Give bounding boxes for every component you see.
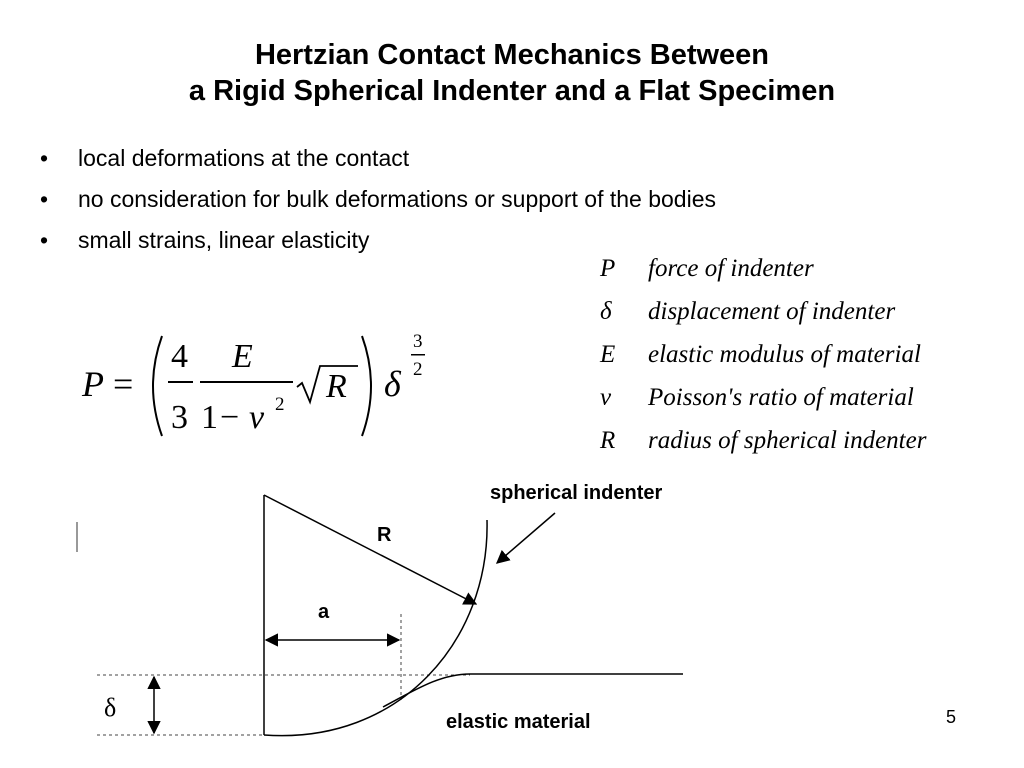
definition-text: radius of spherical indenter	[648, 427, 927, 454]
list-item: • local deformations at the contact	[40, 142, 716, 183]
formula-exp-num: 3	[413, 331, 423, 352]
radius-label: R	[377, 524, 392, 546]
formula-exp-bar	[411, 354, 425, 356]
definition-text: displacement of indenter	[648, 298, 896, 325]
formula-fraction-bar	[200, 381, 293, 383]
formula-exp-den: 2	[413, 359, 423, 380]
formula-paren-right	[361, 335, 372, 437]
definition-symbol: R	[600, 427, 616, 454]
definition-text: Poisson's ratio of material	[648, 384, 914, 411]
definition-symbol: E	[600, 341, 616, 368]
formula-num2: E	[231, 338, 253, 375]
definition-symbol: δ	[600, 298, 612, 325]
bullet-marker: •	[40, 145, 49, 171]
slide-title: Hertzian Contact Mechanics Between a Rig…	[0, 37, 1024, 109]
formula-lhs: P	[81, 364, 104, 404]
bullet-marker: •	[40, 186, 49, 212]
formula-delta: δ	[384, 364, 402, 404]
list-item-text: small strains, linear elasticity	[78, 227, 370, 253]
formula-den2-minus: −	[220, 399, 239, 436]
title-line-1: Hertzian Contact Mechanics Between	[254, 39, 770, 71]
formula-sqrt-sign	[296, 365, 358, 405]
contact-radius-label: a	[318, 601, 330, 623]
list-item-text: no consideration for bulk deformations o…	[78, 186, 716, 212]
formula-sqrt-arg: R	[325, 368, 347, 405]
formula-equals: =	[113, 364, 133, 404]
formula-den1: 3	[171, 399, 188, 436]
material-label: elastic material	[446, 711, 591, 733]
definition-symbol: ν	[600, 384, 612, 411]
formula-den2-one: 1	[201, 399, 218, 436]
bullet-marker: •	[40, 227, 49, 253]
definition-text: force of indenter	[648, 255, 814, 282]
page-number: 5	[946, 707, 957, 727]
assumption-list: • local deformations at the contact • no…	[40, 142, 716, 265]
material-surface	[382, 673, 683, 708]
list-item: • no consideration for bulk deformations…	[40, 183, 716, 224]
definition-text: elastic modulus of material	[648, 341, 921, 368]
indenter-label: spherical indenter	[490, 482, 662, 504]
formula-den2-exp: 2	[275, 394, 285, 415]
list-item: • small strains, linear elasticity	[40, 224, 716, 265]
definition-symbol: P	[600, 255, 616, 282]
displacement-label: δ	[104, 693, 116, 722]
formula-paren-left	[152, 335, 163, 437]
formula-den2-nu: ν	[249, 399, 265, 436]
indenter-pointer-arrow	[495, 512, 556, 564]
formula-num1: 4	[171, 338, 188, 375]
radius-arrow	[263, 494, 478, 605]
title-line-2: a Rigid Spherical Indenter and a Flat Sp…	[188, 75, 836, 107]
indenter-profile	[263, 519, 488, 737]
list-item-text: local deformations at the contact	[78, 145, 410, 171]
formula-fraction-bar	[168, 381, 193, 383]
